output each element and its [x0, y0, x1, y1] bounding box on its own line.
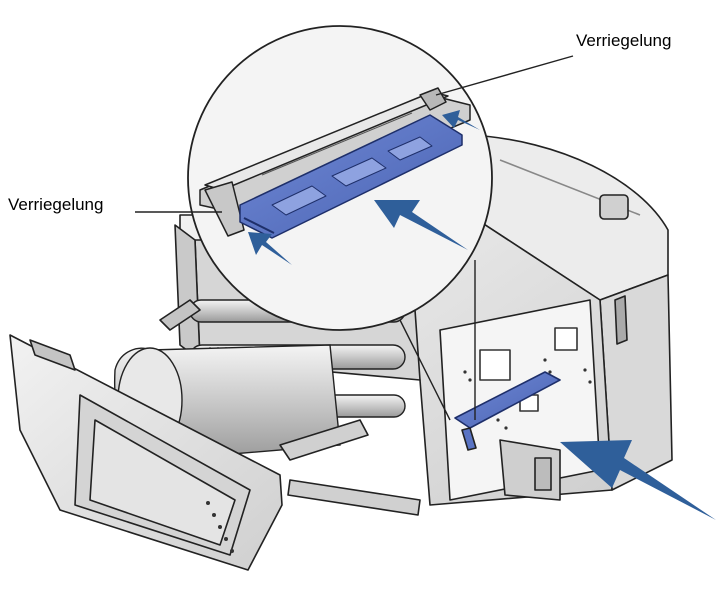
- callout-leader-lines: [135, 55, 574, 213]
- zoom-magnifier: [187, 25, 493, 331]
- top-latch-label: Verriegelung: [576, 31, 672, 50]
- latch-arrow-icon: [248, 232, 292, 265]
- left-latch-label: Verriegelung: [8, 195, 104, 214]
- printer-front-door: [9, 299, 421, 571]
- push-arrow-icon: [374, 200, 468, 250]
- zoom-lines: [399, 260, 476, 421]
- latch-arrow-icon: [442, 110, 480, 130]
- insert-arrow-icon: [560, 440, 716, 520]
- left-latch-icon: [204, 181, 245, 237]
